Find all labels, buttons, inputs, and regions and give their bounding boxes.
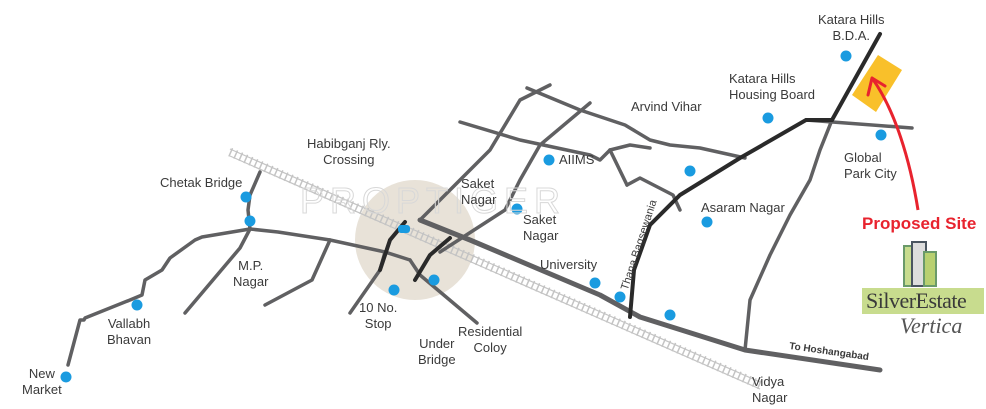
label-line: Arvind Vihar [631, 99, 702, 114]
label-line: Under [419, 336, 455, 351]
label-line: Nagar [752, 390, 788, 405]
label-line: Global [844, 150, 882, 165]
arrow-icon [866, 76, 920, 211]
label-line: Market [22, 382, 62, 397]
label-residential-coloy: Residential Coloy [458, 324, 522, 356]
label-saket-nagar-north: Saket Nagar [461, 176, 496, 208]
label-vidya-nagar: Vidya Nagar [752, 374, 787, 406]
label-line: Vallabh [107, 316, 151, 331]
label-line: Bhavan [107, 332, 152, 347]
label-line: Park City [844, 166, 897, 181]
label-line: Habibganj Rly. [307, 136, 391, 151]
label-10-no-stop: 10 No. Stop [359, 300, 397, 332]
label-line: M.P. [238, 258, 264, 273]
label-line: Bridge [418, 352, 456, 367]
label-line: Stop [364, 316, 392, 331]
label-line: Housing Board [729, 87, 815, 102]
brand-subtitle: Vertica [900, 313, 963, 338]
watermark: PROPTIGER [299, 180, 567, 222]
label-line: Chetak Bridge [160, 175, 243, 190]
label-line: Residential [458, 324, 523, 339]
label-new-market: New Market [22, 366, 62, 398]
label-habibganj-rly-crossing: Habibganj Rly. Crossing [307, 136, 391, 168]
label-line: Saket [461, 176, 495, 191]
label-line: Asaram Nagar [701, 200, 785, 215]
railway-track [228, 147, 762, 390]
label-global-park-city: Global Park City [844, 150, 897, 182]
label-katara-hills-housing-board: Katara Hills Housing Board [729, 71, 815, 103]
label-under-bridge: Under Bridge [418, 336, 456, 368]
label-line: Nagar [233, 274, 269, 289]
label-line: Saket [523, 212, 557, 227]
building-logo-icon [903, 241, 937, 287]
label-line: Nagar [461, 192, 497, 207]
label-vallabh-bhavan: Vallabh Bhavan [107, 316, 151, 348]
label-university: University [540, 257, 597, 273]
label-line: New [28, 366, 55, 381]
label-line: AIIMS [559, 152, 595, 167]
label-line: B.D.A. [832, 28, 871, 43]
label-arvind-vihar: Arvind Vihar [631, 99, 702, 115]
label-line: University [540, 257, 598, 272]
label-katara-hills-bda: Katara Hills B.D.A. [818, 12, 884, 44]
label-line: Katara Hills [818, 12, 885, 27]
label-aiims: AIIMS [559, 152, 594, 168]
label-line: Coloy [473, 340, 507, 355]
label-asaram-nagar: Asaram Nagar [701, 200, 785, 216]
brand-name: SilverEstate [866, 288, 967, 313]
proposed-site-label: Proposed Site [862, 214, 977, 233]
label-line: Vidya [752, 374, 785, 389]
label-line: Nagar [523, 228, 559, 243]
label-saket-nagar-south: Saket Nagar [523, 212, 558, 244]
label-line: 10 No. [359, 300, 398, 315]
major-roads [378, 32, 882, 319]
label-mp-nagar: M.P. Nagar [233, 258, 268, 290]
label-chetak-bridge: Chetak Bridge [160, 175, 242, 191]
label-line: Katara Hills [729, 71, 796, 86]
poi-markers [60, 50, 887, 383]
railway-crossing-icon [398, 225, 410, 233]
highlight-circle [355, 180, 475, 300]
brand-background [862, 288, 984, 314]
label-line: Crossing [323, 152, 375, 167]
